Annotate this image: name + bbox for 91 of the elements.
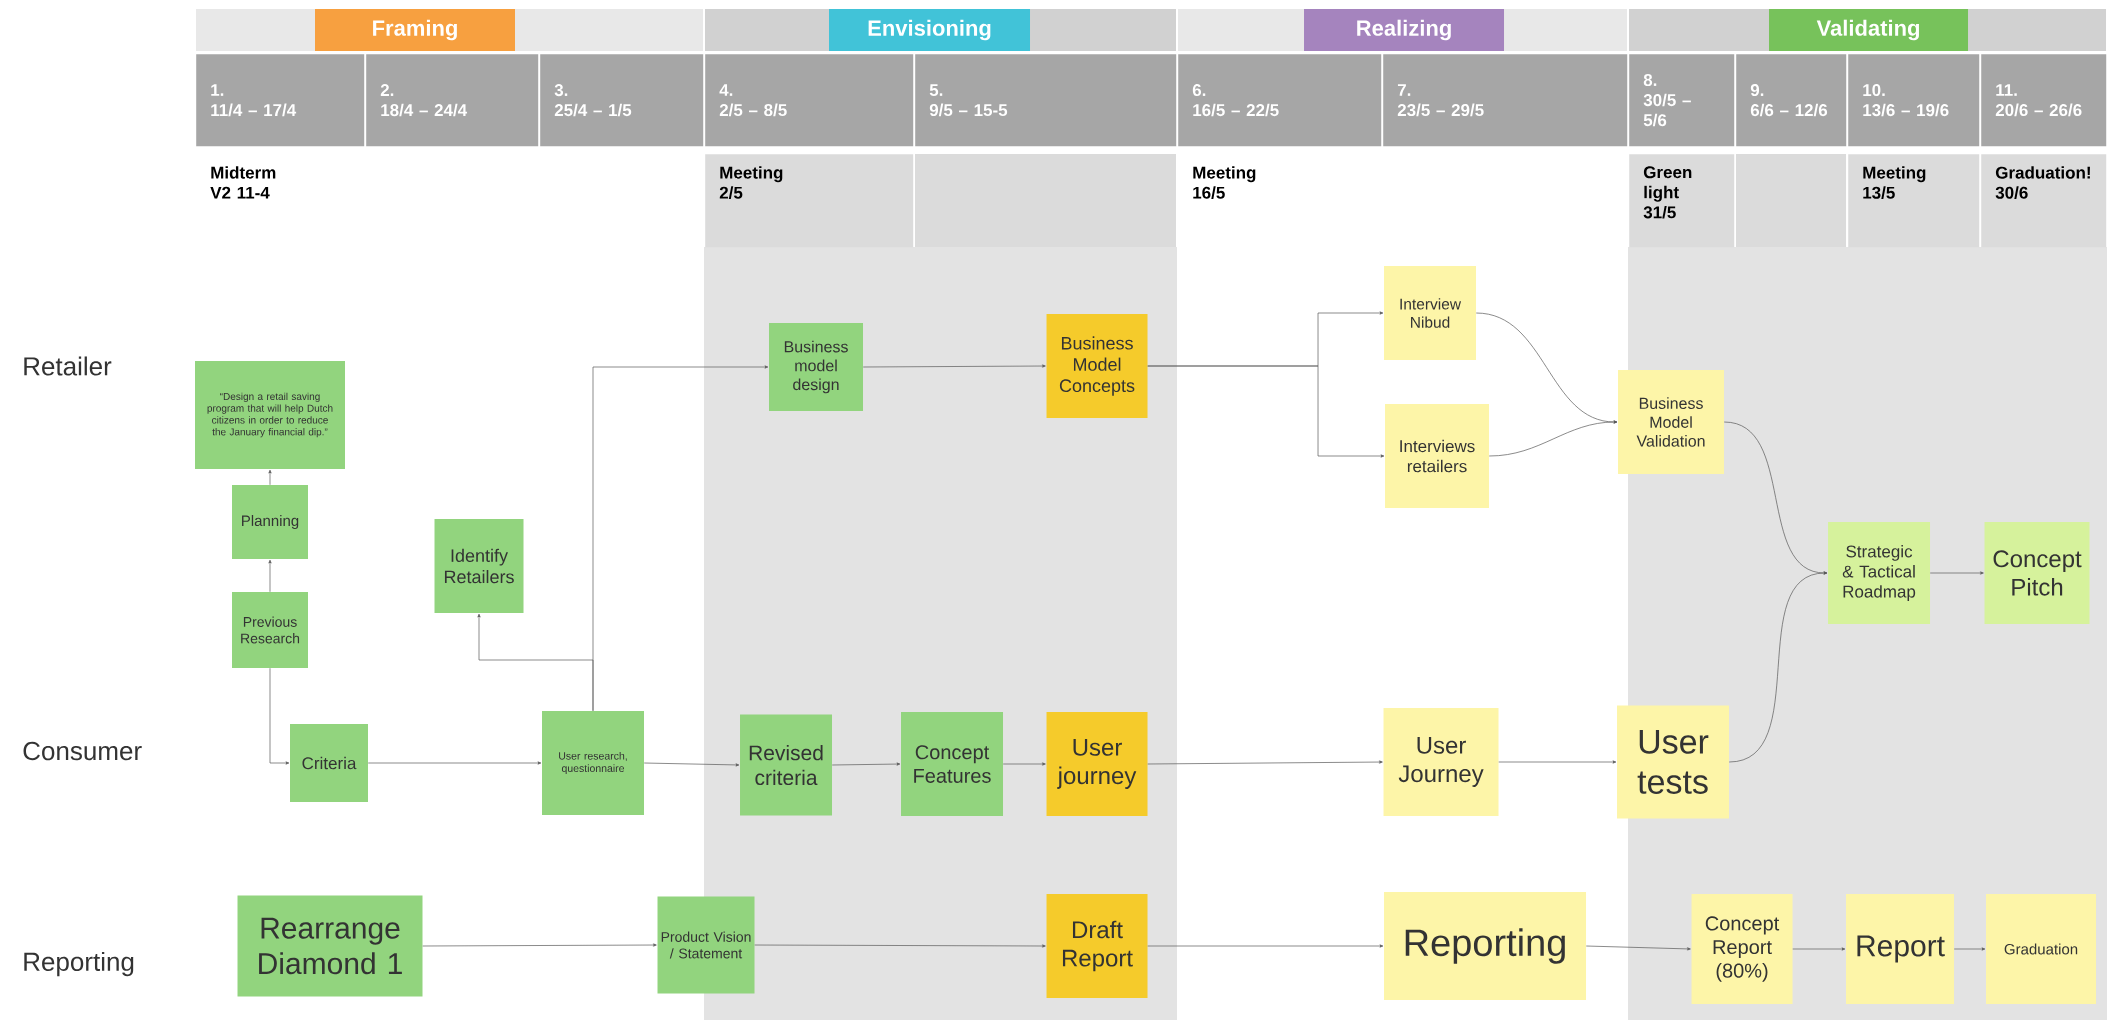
phase-header: Envisioning — [829, 9, 1030, 51]
sticky-note: Business Model Validation — [1618, 370, 1724, 474]
row-label: Retailer — [24, 356, 112, 376]
arrow — [1585, 945, 1691, 951]
node-label: 9. — [1750, 84, 1764, 97]
row-label: Reporting — [24, 951, 134, 977]
week-cell: 10. 13/6 – 19/6 — [1848, 54, 1980, 147]
sticky-note: Report — [1846, 894, 1955, 1004]
arrow — [592, 365, 769, 712]
phase-header: Framing — [315, 9, 515, 51]
node-label: 13/6 – 19/6 — [1863, 103, 1949, 117]
sticky-note: Criteria — [290, 724, 368, 802]
phase-header: Realizing — [1304, 9, 1504, 51]
node-label: 6. — [1192, 84, 1206, 97]
arrow — [1929, 571, 1984, 575]
sticky-note: Business Model Concepts — [1046, 314, 1148, 418]
week-cell: 2. 18/4 – 24/4 — [366, 54, 539, 147]
node-label: 1. — [211, 84, 224, 96]
milestone-cell: Meeting 16/5 — [1193, 166, 1256, 199]
sticky-note: Interviews retailers — [1385, 404, 1489, 508]
node-label: 16/5 – 22/5 — [1193, 103, 1279, 117]
node-label: 2/5 – 8/5 — [719, 103, 787, 117]
milestone-cell: Graduation! 30/6 — [1981, 154, 2107, 248]
week-cell: 1. 11/4 – 17/4 — [196, 54, 365, 147]
sticky-note: “Design a retail saving program that will help Dutch citizens in order to reduce the January financial dip.” — [195, 361, 345, 469]
arrow — [1147, 365, 1385, 458]
node-label: 25/4 – 1/5 — [554, 103, 632, 117]
sticky-note: User Journey — [1383, 708, 1499, 816]
week-cell: 6. 16/5 – 22/5 — [1178, 54, 1382, 147]
arrow — [1498, 760, 1617, 764]
sticky-note: Product Vision / Statement — [657, 896, 755, 994]
node-label: 7. — [1397, 84, 1411, 96]
week-cell: 3. 25/4 – 1/5 — [540, 54, 704, 147]
sticky-note: Graduation — [1986, 894, 2097, 1004]
arrow — [862, 364, 1046, 368]
sticky-note: Interview Nibud — [1384, 266, 1476, 360]
sticky-note: Revised criteria — [740, 714, 832, 816]
arrow — [422, 943, 657, 947]
arrow — [1147, 760, 1383, 765]
node-label: 6/6 – 12/6 — [1750, 103, 1828, 117]
sticky-note: Concept Report (80%) — [1691, 894, 1793, 1004]
week-cell: 11. 20/6 – 26/6 — [1981, 54, 2107, 147]
node-label: 4. — [719, 84, 733, 96]
sticky-note: Previous Research — [232, 592, 308, 668]
arrow — [1953, 947, 1986, 951]
node-label: 20/6 – 26/6 — [1995, 103, 2082, 117]
milestone-cell: Green light 31/5 — [1629, 154, 1735, 248]
node-label: 3. — [554, 84, 568, 97]
arrow — [367, 761, 542, 765]
sticky-note: Draft Report — [1046, 894, 1148, 998]
milestone-cell: Midterm V2 11-4 — [210, 166, 276, 199]
node-label: 2. — [380, 84, 394, 96]
sticky-note: User research, questionnaire — [542, 711, 644, 815]
milestone-cell: Meeting 2/5 — [705, 154, 914, 248]
arrow — [1147, 944, 1384, 948]
node-label: 10. — [1863, 84, 1885, 97]
week-cell: 4. 2/5 – 8/5 — [705, 54, 914, 147]
node-label: 9/5 – 15-5 — [929, 103, 1008, 117]
node-label: 11. — [1996, 84, 2017, 96]
node-label: 30/5 – 5/6 — [1643, 93, 1691, 127]
week-cell: 5. 9/5 – 15-5 — [915, 54, 1177, 147]
sticky-note: Planning — [232, 485, 308, 559]
arrow — [268, 469, 272, 486]
week-cell: 9. 6/6 – 12/6 — [1736, 54, 1847, 147]
node-label: 8. — [1643, 74, 1657, 87]
sticky-note: Strategic & Tactical Roadmap — [1828, 522, 1930, 624]
sticky-note: Identify Retailers — [434, 519, 524, 613]
arrow — [1728, 571, 1828, 763]
node-label: 23/5 – 29/5 — [1397, 103, 1484, 117]
sticky-note: Reporting — [1384, 892, 1586, 1000]
node-label: 11/4 – 17/4 — [211, 103, 297, 117]
phase-header: Validating — [1769, 9, 1968, 51]
sticky-note: Concept Pitch — [1984, 522, 2090, 624]
week-cell: 8. 30/5 – 5/6 — [1629, 54, 1735, 147]
node-label: 18/4 – 24/4 — [381, 103, 468, 117]
sticky-note: Rearrange Diamond 1 — [237, 895, 423, 997]
row-label: Consumer — [23, 741, 142, 761]
arrow — [1002, 762, 1046, 766]
arrow — [643, 762, 740, 767]
sticky-note: Concept Features — [901, 712, 1003, 816]
sticky-note: Business model design — [769, 323, 863, 411]
arrow — [268, 559, 272, 593]
arrow — [1792, 947, 1846, 951]
arrow — [831, 762, 901, 766]
arrow — [754, 944, 1046, 948]
arrow — [1488, 420, 1618, 457]
sticky-note: User journey — [1046, 712, 1148, 816]
node-label: 5. — [929, 84, 943, 97]
milestone-cell: Meeting 13/5 — [1848, 154, 1980, 248]
arrow — [269, 667, 290, 765]
sticky-note: User tests — [1617, 705, 1729, 819]
